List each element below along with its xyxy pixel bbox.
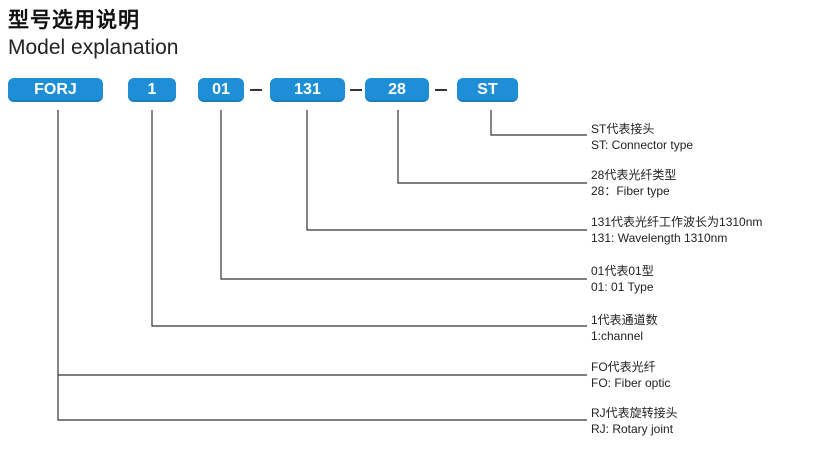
separator-dash bbox=[350, 89, 362, 91]
leader-line-rj bbox=[57, 375, 587, 421]
explanation-cn: RJ代表旋转接头 bbox=[591, 406, 678, 420]
explanation-cn: 28代表光纤类型 bbox=[591, 168, 677, 182]
segment-connector: ST bbox=[457, 78, 518, 102]
explanation-en: RJ: Rotary joint bbox=[591, 422, 674, 436]
explanation-en: 1:channel bbox=[591, 329, 644, 343]
segment-channel: 1 bbox=[128, 78, 176, 102]
leader-line-28 bbox=[397, 110, 587, 184]
page-subtitle: Model explanation bbox=[8, 36, 179, 59]
segment-fiber-type: 28 bbox=[365, 78, 429, 102]
explanation-cn: 1代表通道数 bbox=[591, 313, 658, 327]
explanation-rotary-joint: RJ代表旋转接头 RJ: Rotary joint bbox=[591, 405, 678, 437]
segment-forj: FORJ bbox=[8, 78, 103, 102]
explanation-cn: ST代表接头 bbox=[591, 122, 655, 136]
explanation-en: 28：Fiber type bbox=[591, 184, 670, 198]
separator-dash bbox=[435, 89, 447, 91]
explanation-en: FO: Fiber optic bbox=[591, 376, 671, 390]
explanation-cn: 131代表光纤工作波长为1310nm bbox=[591, 215, 763, 229]
explanation-wavelength: 131代表光纤工作波长为1310nm 131: Wavelength 1310n… bbox=[591, 214, 762, 246]
explanation-en: ST: Connector type bbox=[591, 138, 694, 152]
explanation-en: 131: Wavelength 1310nm bbox=[591, 231, 728, 245]
explanation-connector: ST代表接头 ST: Connector type bbox=[591, 121, 693, 153]
explanation-cn: 01代表01型 bbox=[591, 264, 654, 278]
explanation-fiber-optic: FO代表光纤 FO: Fiber optic bbox=[591, 359, 670, 391]
explanation-channel: 1代表通道数 1:channel bbox=[591, 312, 658, 344]
explanation-type: 01代表01型 01: 01 Type bbox=[591, 263, 654, 295]
segment-wavelength: 131 bbox=[270, 78, 345, 102]
explanation-en: 01: 01 Type bbox=[591, 280, 654, 294]
leader-line-fo bbox=[57, 110, 587, 376]
page-title: 型号选用说明 bbox=[8, 8, 140, 32]
leader-line-st bbox=[490, 110, 587, 136]
explanation-fiber-type: 28代表光纤类型 28：Fiber type bbox=[591, 167, 676, 199]
segment-type: 01 bbox=[198, 78, 244, 102]
separator-dash bbox=[250, 89, 262, 91]
leader-line-131 bbox=[306, 110, 587, 231]
leader-line-1 bbox=[151, 110, 587, 327]
leader-line-01 bbox=[220, 110, 587, 280]
explanation-cn: FO代表光纤 bbox=[591, 360, 656, 374]
